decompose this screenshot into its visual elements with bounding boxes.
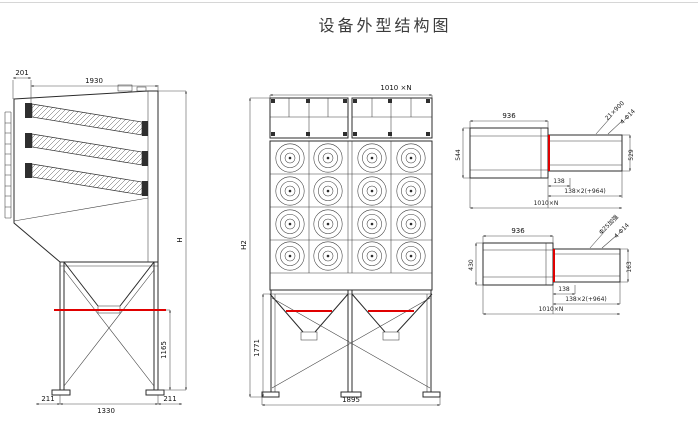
dim-total-width: 1930: [85, 77, 103, 85]
dim-width: 936: [502, 112, 516, 120]
detail-bottom-dimensions: 936 430 163 Φ25加强 4-Φ14 138 138×2(+964) …: [468, 213, 633, 316]
dim-seg: 138: [553, 178, 565, 185]
left-view: 201 1930 H 1165 211 1330 211: [4, 69, 188, 415]
filter-cartridge: [396, 176, 426, 206]
filter-cartridge: [275, 209, 305, 239]
dim-total: 1010×N: [534, 200, 559, 207]
filter-cartridge: [357, 209, 387, 239]
detail-top-dimensions: 936 544 529 21×900 4-Φ14 138 138×2(+964)…: [455, 100, 637, 210]
detail-view-bottom: 936 430 163 Φ25加强 4-Φ14 138 138×2(+964) …: [468, 213, 633, 316]
inlet-louvers: [25, 103, 148, 196]
dim-leg-height: 1771: [253, 339, 261, 357]
detail-bottom-structure: [482, 242, 621, 286]
left-view-dimensions: 201 1930 H 1165 211 1330 211: [12, 69, 188, 415]
dim-top-offset: 201: [15, 69, 28, 77]
note-annotation: 4-Φ14: [619, 108, 637, 126]
dim-seg-formula: 138×2(+964): [565, 296, 606, 303]
filter-cartridge: [313, 143, 343, 173]
dim-height-H2: H2: [240, 240, 248, 250]
dim-left-height: 430: [468, 259, 475, 271]
dim-height-H: H: [176, 237, 184, 242]
dim-seg: 138: [558, 286, 570, 293]
filter-cartridge: [396, 241, 426, 271]
base-foot: [145, 389, 165, 396]
dim-seg-formula: 138×2(+964): [564, 188, 605, 195]
dim-right-height: 163: [626, 261, 633, 273]
filter-cartridge: [275, 176, 305, 206]
filter-cartridge: [357, 143, 387, 173]
front-hoppers-legs: [261, 290, 441, 398]
filter-cartridge: [396, 209, 426, 239]
filter-cartridge: [275, 143, 305, 173]
x-bracing: [271, 297, 431, 389]
dim-width: 936: [511, 227, 525, 235]
dim-module-width: 1010 ×N: [380, 84, 411, 92]
filter-cartridge: [357, 176, 387, 206]
left-view-hopper-legs: [51, 261, 166, 396]
filter-cartridge: [313, 209, 343, 239]
discharge-flange: [300, 331, 318, 341]
filter-housing: [269, 140, 433, 295]
detail-view-top: 936 544 529 21×900 4-Φ14 138 138×2(+964)…: [455, 100, 637, 210]
filter-cartridge: [275, 241, 305, 271]
dim-foot-right: 211: [163, 395, 176, 403]
base-foot: [261, 391, 280, 398]
dim-right-height: 529: [628, 149, 635, 161]
dim-base-width: 1895: [342, 396, 360, 404]
dim-total: 1010×N: [539, 306, 564, 313]
filter-cartridge: [396, 143, 426, 173]
note-annotation: 4-Φ14: [613, 222, 631, 240]
dim-left-height: 544: [455, 149, 462, 161]
detail-top-structure: [469, 127, 623, 179]
base-foot: [340, 391, 362, 398]
dim-base-width: 1330: [97, 407, 115, 415]
base-foot: [51, 389, 71, 396]
x-bracing: [63, 269, 155, 387]
filter-cartridge: [357, 241, 387, 271]
filter-cartridge: [313, 176, 343, 206]
dim-foot-left: 211: [41, 395, 54, 403]
page-title: 设备外型结构图: [318, 16, 451, 35]
filter-cartridge: [313, 241, 343, 271]
roof-detail: [136, 86, 147, 92]
clean-air-plenum: [269, 97, 433, 139]
access-ladder: [4, 111, 12, 219]
top-divider: [0, 2, 698, 3]
front-view: 1010 ×N H2 1771 1895: [240, 84, 441, 407]
dim-leg-height: 1165: [160, 341, 168, 359]
base-foot: [422, 391, 441, 398]
discharge-flange: [382, 331, 400, 341]
front-view-dimensions: 1010 ×N H2 1771 1895: [240, 84, 441, 407]
